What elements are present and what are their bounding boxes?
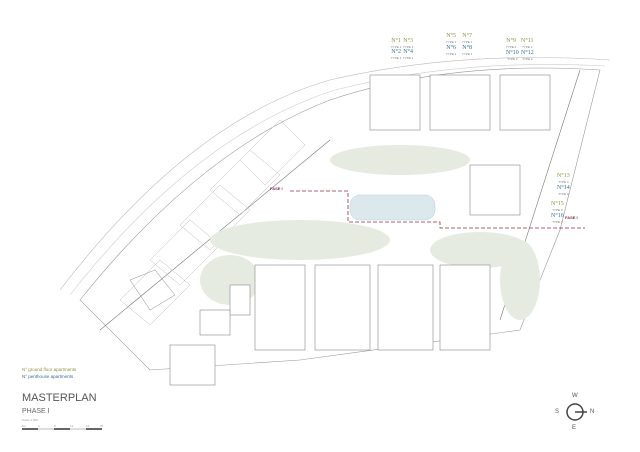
road-curve-2 xyxy=(69,64,606,296)
compass-icon xyxy=(566,403,587,421)
road-curve xyxy=(59,57,611,291)
scale-bar-segment xyxy=(86,428,102,430)
unit-number: N°7 xyxy=(462,33,473,39)
unit-type: TYPE 1 xyxy=(391,45,402,49)
unit-type: TYPE 1 xyxy=(462,52,473,56)
unit-number: N°11 xyxy=(521,38,534,44)
unit-type: TYPE 1 xyxy=(446,40,457,44)
unit-type: TYPE 1 xyxy=(462,40,473,44)
site-boundary xyxy=(79,67,601,371)
scale-bar-segment xyxy=(38,428,54,430)
unit-number: N°6 xyxy=(446,45,457,51)
unit-number: N°13 xyxy=(557,173,570,179)
unit-number: N°3 xyxy=(403,38,414,44)
unit-number: N°12 xyxy=(521,50,534,56)
scale-tick: 20 xyxy=(100,424,104,428)
scale-tick: 4 xyxy=(38,424,40,428)
legend: N° ground floor apartments N° penthouse … xyxy=(22,366,76,380)
unit-number: N°8 xyxy=(462,45,473,51)
buildings xyxy=(169,74,551,386)
scale-tick: 16 xyxy=(86,424,90,428)
unit-type: TYPE 3 xyxy=(552,220,563,224)
pool xyxy=(349,194,436,221)
unit-type: TYPE 2 xyxy=(507,57,518,61)
unit-type: TYPE 2 xyxy=(506,45,517,49)
legend-penthouse: N° penthouse apartments xyxy=(22,374,74,379)
compass-n: N xyxy=(590,409,595,415)
unit-number: N°14 xyxy=(557,185,570,191)
unit-type: TYPE 2 xyxy=(522,45,533,49)
compass-s: S xyxy=(555,409,560,415)
unit-number: N°10 xyxy=(506,50,519,56)
scale-bar-segment xyxy=(54,428,70,430)
unit-type: TYPE 1 xyxy=(403,45,414,49)
compass-e: E xyxy=(572,425,577,431)
scale-bar-segment xyxy=(22,428,38,430)
phase-subtitle: PHASE I xyxy=(22,408,50,415)
compass-w: W xyxy=(572,393,578,399)
unit-type: TYPE 1 xyxy=(391,56,402,60)
unit-number: N°4 xyxy=(403,49,414,55)
unit-number: N°5 xyxy=(446,33,457,39)
unit-number: N°2 xyxy=(391,49,402,55)
unit-type: TYPE 3 xyxy=(552,208,563,212)
page-title: MASTERPLAN xyxy=(22,392,97,404)
unit-type: TYPE 1 xyxy=(403,56,414,60)
unit-type: TYPE 2 xyxy=(522,57,533,61)
unit-number: N°16 xyxy=(551,213,564,219)
phase-label-west: FASE I xyxy=(270,186,283,191)
phase-line xyxy=(290,190,585,229)
unit-number: N°9 xyxy=(506,38,517,44)
scale-tick: 12 xyxy=(70,424,74,428)
unit-number: N°15 xyxy=(551,201,564,207)
legend-ground-floor: N° ground floor apartments xyxy=(22,367,77,372)
scale-tick: 8 xyxy=(54,424,56,428)
unit-type: TYPE 3 xyxy=(558,192,569,196)
scale-tick: 0m xyxy=(22,424,27,428)
scale-bar-segment xyxy=(70,428,86,430)
scale-text: Scale 1:400 xyxy=(22,418,38,422)
unit-number: N°1 xyxy=(391,38,402,44)
unit-type: TYPE 3 xyxy=(558,180,569,184)
unit-type: TYPE 1 xyxy=(446,52,457,56)
phase-label-east: FASE I xyxy=(565,215,578,220)
